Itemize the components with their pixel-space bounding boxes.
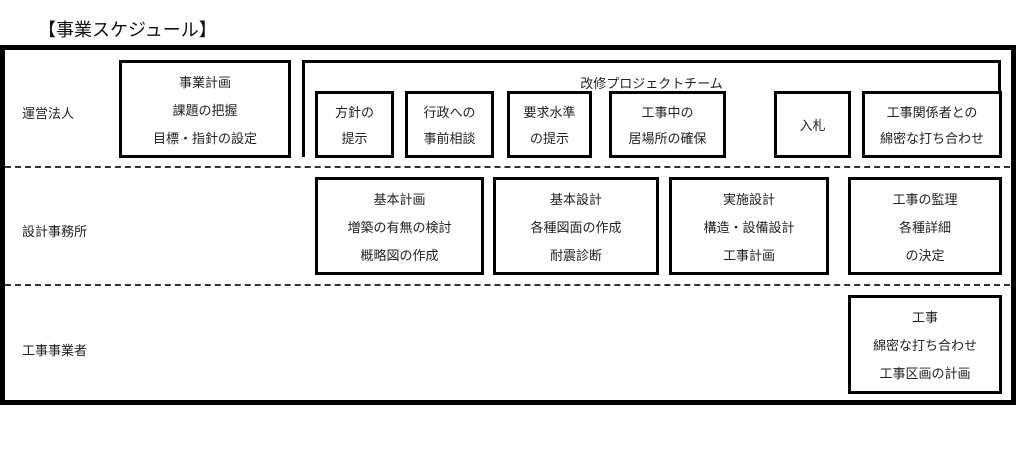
box-line: 綿密な打ち合わせ xyxy=(872,338,977,354)
box-line: 提示 xyxy=(341,132,368,148)
box-line: 入札 xyxy=(799,119,826,134)
design-phase-box: 基本計画 増築の有無の検討 概略図の作成 xyxy=(315,177,484,275)
project-team-label: 改修プロジェクトチーム xyxy=(580,77,723,92)
team-task-box: 工事中の 居場所の確保 xyxy=(609,91,726,158)
box-line: 構造・設備設計 xyxy=(703,220,795,236)
page-title: 【事業スケジュール】 xyxy=(38,20,217,41)
row-divider xyxy=(5,166,1010,168)
role-label-contractor: 工事事業者 xyxy=(22,344,88,359)
box-line: 基本設計 xyxy=(549,192,602,208)
team-task-box: 行政への 事前相談 xyxy=(405,91,494,158)
box-line: 耐震診断 xyxy=(549,248,602,264)
design-phase-box: 基本設計 各種図面の作成 耐震診断 xyxy=(493,177,659,275)
box-line: 綿密な打ち合わせ xyxy=(879,132,984,148)
box-line: 課題の把握 xyxy=(172,103,238,119)
box-line: 各種詳細 xyxy=(898,220,951,236)
box-line: 工事区画の計画 xyxy=(879,367,971,383)
box-line: 方針の xyxy=(334,105,374,121)
business-plan-box: 事業計画 課題の把握 目標・指針の設定 xyxy=(119,60,291,158)
box-line: 居場所の確保 xyxy=(628,132,707,148)
design-phase-box: 実施設計 構造・設備設計 工事計画 xyxy=(669,177,829,275)
team-task-box: 入札 xyxy=(774,91,851,158)
box-line: 工事 xyxy=(911,310,938,326)
box-line: 基本計画 xyxy=(373,192,426,208)
schedule-frame xyxy=(0,45,1016,405)
construction-box: 工事 綿密な打ち合わせ 工事区画の計画 xyxy=(848,295,1002,394)
box-line: の決定 xyxy=(905,248,945,264)
role-label-design-office: 設計事務所 xyxy=(22,225,88,240)
box-line: 目標・指針の設定 xyxy=(152,131,257,147)
row-divider xyxy=(5,284,1010,286)
team-task-box: 工事関係者との 綿密な打ち合わせ xyxy=(862,91,1002,158)
box-line: 行政への xyxy=(423,105,476,121)
box-line: 事業計画 xyxy=(178,75,231,91)
team-task-box: 要求水準 の提示 xyxy=(507,91,592,158)
box-line: 実施設計 xyxy=(722,192,775,208)
box-line: 概略図の作成 xyxy=(360,248,439,264)
box-line: 要求水準 xyxy=(523,105,576,121)
box-line: 工事の監理 xyxy=(892,192,958,208)
box-line: 工事中の xyxy=(641,105,694,121)
box-line: 工事関係者との xyxy=(886,105,978,121)
design-phase-box: 工事の監理 各種詳細 の決定 xyxy=(848,177,1002,275)
team-task-box: 方針の 提示 xyxy=(315,91,394,158)
box-line: 増築の有無の検討 xyxy=(347,220,452,236)
box-line: の提示 xyxy=(529,132,569,148)
box-line: 工事計画 xyxy=(722,248,775,264)
box-line: 各種図面の作成 xyxy=(530,220,622,236)
box-line: 事前相談 xyxy=(423,132,476,148)
role-label-operator: 運営法人 xyxy=(22,107,75,122)
